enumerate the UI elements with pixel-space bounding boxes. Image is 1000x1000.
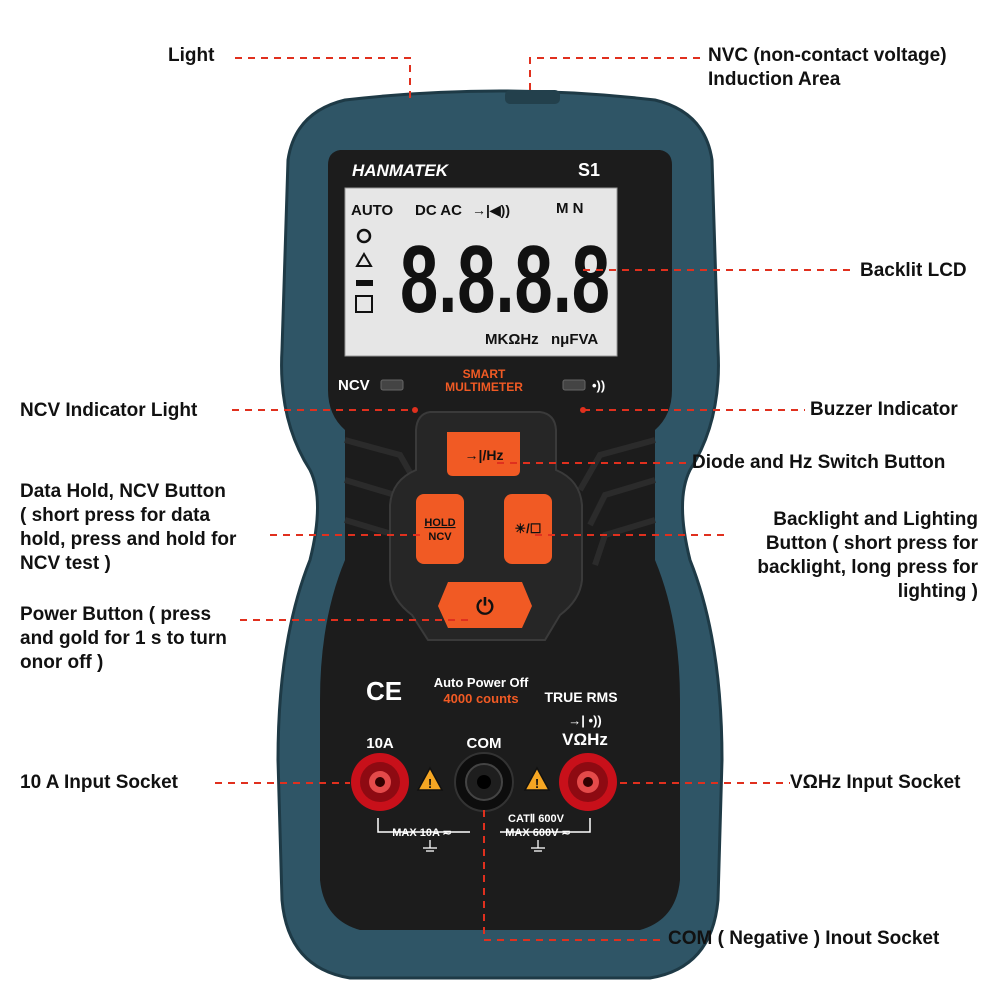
svg-text:!: ! [535,776,539,791]
max-10a-label: MAX 10A ≂ [392,827,452,839]
leader-lines [215,57,855,941]
warning-icon: ! [416,766,444,791]
callout-vohz-input: VΩHz Input Socket [790,772,961,793]
socket-com-label: COM [467,735,502,752]
callout-ncv-area: NVC (non-contact voltage) Induction Area [708,45,947,90]
lcd-units-left: MKΩHz [485,331,539,348]
model-label: S1 [578,160,600,180]
lcd-digits: 8.8.8.8 [400,226,610,333]
hold-ncv-button[interactable] [416,494,464,564]
callout-light: Light [168,45,215,66]
rating-bracket [500,818,591,833]
smart-label: SMART [463,367,506,381]
warning-icon: ! [523,766,551,791]
socket-vohz[interactable] [559,753,617,811]
socket-10a-label: 10A [366,735,394,752]
power-button[interactable] [438,582,532,628]
power-icon: ⏻ [476,594,494,619]
ncv-indicator-light [380,379,404,391]
lcd-dcac: DC AC [415,202,462,219]
svg-text:!: ! [428,776,432,791]
callout-power-button: Power Button ( press and gold for 1 s to… [20,604,227,673]
multimeter-label: MULTIMETER [445,380,523,394]
ce-mark: CE [366,676,402,706]
callout-diode-hz-button: Diode and Hz Switch Button [692,452,946,473]
button-cluster [389,411,583,641]
brand-logo: HANMATEK [352,161,450,180]
diode-beep-small-label: →| •)) [568,713,601,728]
counts-label: 4000 counts [443,691,518,706]
socket-10a[interactable] [351,753,409,811]
lcd-screen [344,187,618,357]
lcd-battery-icon [356,280,373,286]
ncv-bump [505,90,560,104]
lcd-delta-icon [355,252,373,267]
lcd-auto-off-icon [356,228,372,244]
callout-data-hold: Data Hold, NCV Button ( short press for … [20,481,237,574]
leader-ncv-area [529,57,700,92]
callout-com-socket: COM ( Negative ) Inout Socket [668,928,940,949]
socket-com[interactable] [454,752,514,812]
ncv-button-label: NCV [428,531,452,543]
backlight-button-label: ☀/☐ [515,521,542,536]
callout-10a-input: 10 A Input Socket [20,772,179,793]
buzzer-indicator-light [562,379,586,391]
lcd-hold-icon [355,295,373,313]
leader-dots [412,407,586,413]
true-rms-label: TRUE RMS [544,689,617,705]
vohz-device-label: VΩHz [562,730,608,749]
lcd-units-right: nμFVA [551,331,598,348]
hold-button-label: HOLD [424,517,455,529]
rating-bracket [377,818,470,833]
leader-light [235,57,411,100]
callout-backlight-button: Backlight and Lighting Button ( short pr… [757,509,978,602]
cat-label: CATⅡ 600V [508,813,565,825]
backlight-button[interactable] [504,494,552,564]
lcd-diode-beep: →|◀)) [472,202,510,218]
callout-buzzer-indicator: Buzzer Indicator [810,399,958,420]
callout-backlit-lcd: Backlit LCD [860,260,967,281]
leader-com [483,810,665,941]
ncv-label: NCV [338,377,370,394]
callout-ncv-indicator: NCV Indicator Light [20,400,198,421]
auto-power-off-label: Auto Power Off [434,675,529,690]
max-600v-label: MAX 600V ≂ [505,827,570,839]
diode-hz-button-label: →|/Hz [465,447,504,463]
lcd-mn: M N [556,200,584,217]
diode-hz-button[interactable] [447,432,520,476]
buzzer-symbol: •)) [592,378,605,393]
lcd-auto: AUTO [351,202,394,219]
ground-symbol [423,840,545,852]
